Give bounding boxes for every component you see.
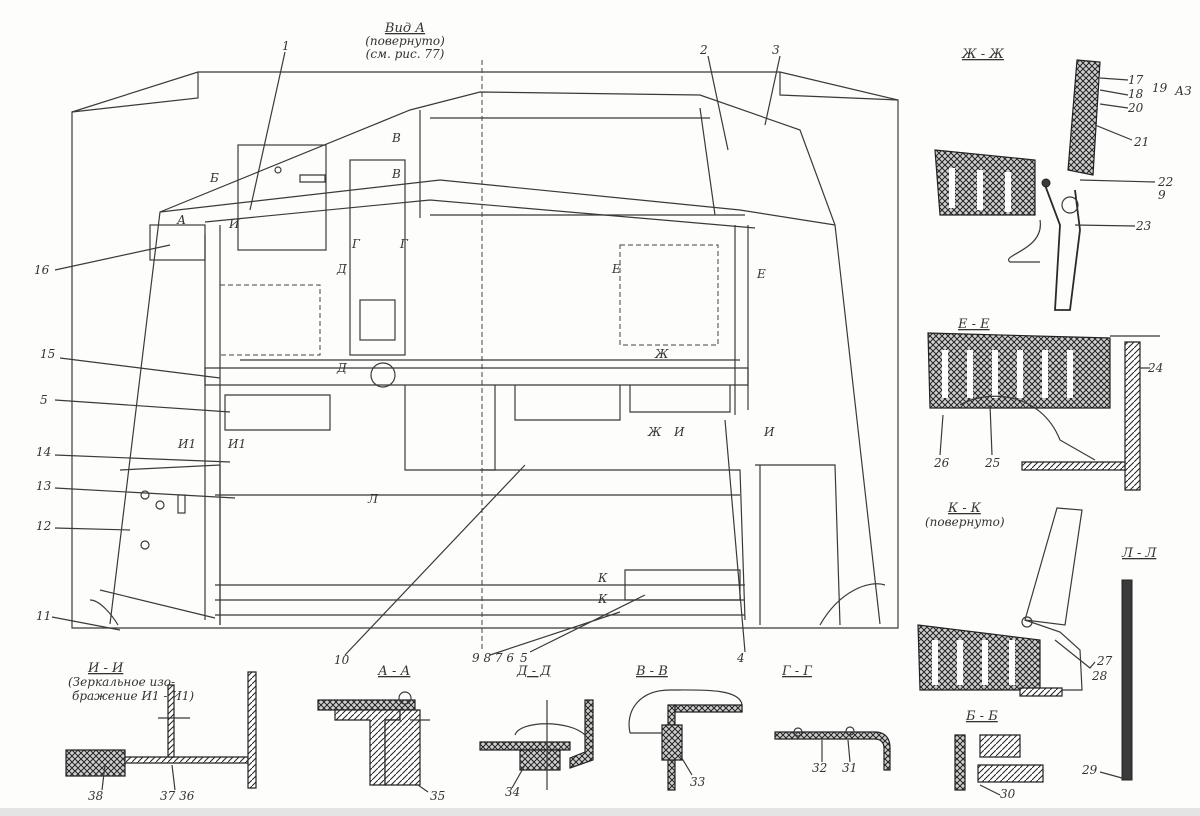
section-mark: А [176,213,186,227]
svg-text:27: 27 [1096,654,1113,668]
svg-text:33: 33 [690,775,706,789]
section-mark: Ж [654,347,669,361]
section-i-i: И - И (Зеркальное изо- бражение И1 - И1)… [65,661,257,803]
svg-text:И - И: И - И [87,661,124,676]
section-mark: И [673,425,685,439]
section-g-g: Г - Г 32 31 [774,664,891,775]
section-k-k: К - К (повернуто) 27 28 [917,501,1113,697]
callout-5: 5 [40,393,48,407]
callout-15: 15 [40,347,55,361]
svg-text:Б - Б: Б - Б [965,709,998,724]
svg-text:31: 31 [842,761,857,775]
main-view: 1 2 3 4 5 5 9 8 7 6 10 11 12 13 14 15 16… [34,39,899,667]
svg-text:17: 17 [1128,73,1144,87]
svg-text:9: 9 [1158,188,1166,202]
section-mark: К [597,571,608,585]
section-mark: И1 [177,437,196,451]
callout-9-8-7-6: 9 8 7 6 [472,651,514,665]
svg-text:(см. рис. 77): (см. рис. 77) [366,47,445,61]
svg-text:бражение И1 - И1): бражение И1 - И1) [72,689,194,703]
callout-11: 11 [36,609,51,623]
svg-text:Г - Г: Г - Г [781,664,812,679]
svg-text:А - А: А - А [377,664,410,679]
section-mark: Ж [647,425,662,439]
svg-text:38: 38 [88,789,104,803]
svg-text:(повернуто): (повернуто) [925,515,1005,529]
section-mark: Г [351,237,361,251]
section-a-a: А - А 35 [317,664,445,803]
section-l-l: Л - Л 29 [1081,546,1158,781]
svg-text:26: 26 [933,456,950,470]
svg-text:18: 18 [1128,87,1144,101]
svg-text:32: 32 [812,761,827,775]
callout-4: 4 [736,651,745,665]
section-mark: Д [336,361,347,375]
section-mark: Л [367,492,379,506]
view-a-title: Вид А (повернуто) (см. рис. 77) [365,21,445,61]
svg-text:19: 19 [1152,81,1168,95]
svg-text:21: 21 [1133,135,1149,149]
callout-13: 13 [36,479,52,493]
svg-text:Ж - Ж: Ж - Ж [961,47,1004,62]
svg-text:В - В: В - В [635,664,668,679]
section-mark: Д [336,262,347,276]
svg-text:(повернуто): (повернуто) [365,34,445,48]
svg-text:24: 24 [1147,361,1163,375]
svg-text:Л - Л: Л - Л [1121,546,1158,561]
svg-text:22: 22 [1157,175,1173,189]
callout-12: 12 [36,519,51,533]
svg-text:28: 28 [1091,669,1108,683]
svg-text:К - К: К - К [947,501,982,516]
callout-1: 1 [282,39,290,53]
section-mark: Е [611,262,621,276]
svg-text:37 36: 37 36 [160,789,195,803]
svg-text:30: 30 [1000,787,1016,801]
scan-edge [0,808,1200,816]
svg-text:Вид А: Вид А [384,21,425,36]
section-mark: И [228,217,240,231]
callout-14: 14 [36,445,51,459]
callout-35: 35 [430,789,445,803]
callout-3: 3 [772,43,780,57]
callout-2: 2 [699,43,708,57]
svg-text:20: 20 [1127,101,1144,115]
section-e-e: Е - Е 24 25 26 [927,317,1163,491]
section-mark: В [391,131,401,145]
section-mark: Г [399,237,409,251]
callout-16: 16 [34,263,50,277]
section-mark: В [391,167,401,181]
svg-text:Е - Е: Е - Е [957,317,990,332]
svg-text:25: 25 [984,456,1000,470]
section-mark: Е [756,267,766,281]
section-mark: И1 [227,437,246,451]
svg-text:34: 34 [505,785,520,799]
svg-text:29: 29 [1081,763,1098,777]
section-mark: Б [209,171,219,185]
section-d-d: Д - Д 34 [479,664,594,799]
callout-5b: 5 [520,651,528,665]
svg-text:(Зеркальное изо-: (Зеркальное изо- [68,675,175,689]
section-mark: И [763,425,775,439]
svg-text:23: 23 [1135,219,1152,233]
section-mark: К [597,592,608,606]
section-b-b: Б - Б 30 [954,709,1044,801]
svg-text:АЗ: АЗ [1174,84,1192,98]
section-zh-zh: Ж - Ж 17 18 19 20 21 22 9 23 АЗ [934,47,1192,311]
section-v-v: В - В 33 [628,664,743,791]
callout-10: 10 [334,653,350,667]
svg-text:Д - Д: Д - Д [516,664,551,679]
